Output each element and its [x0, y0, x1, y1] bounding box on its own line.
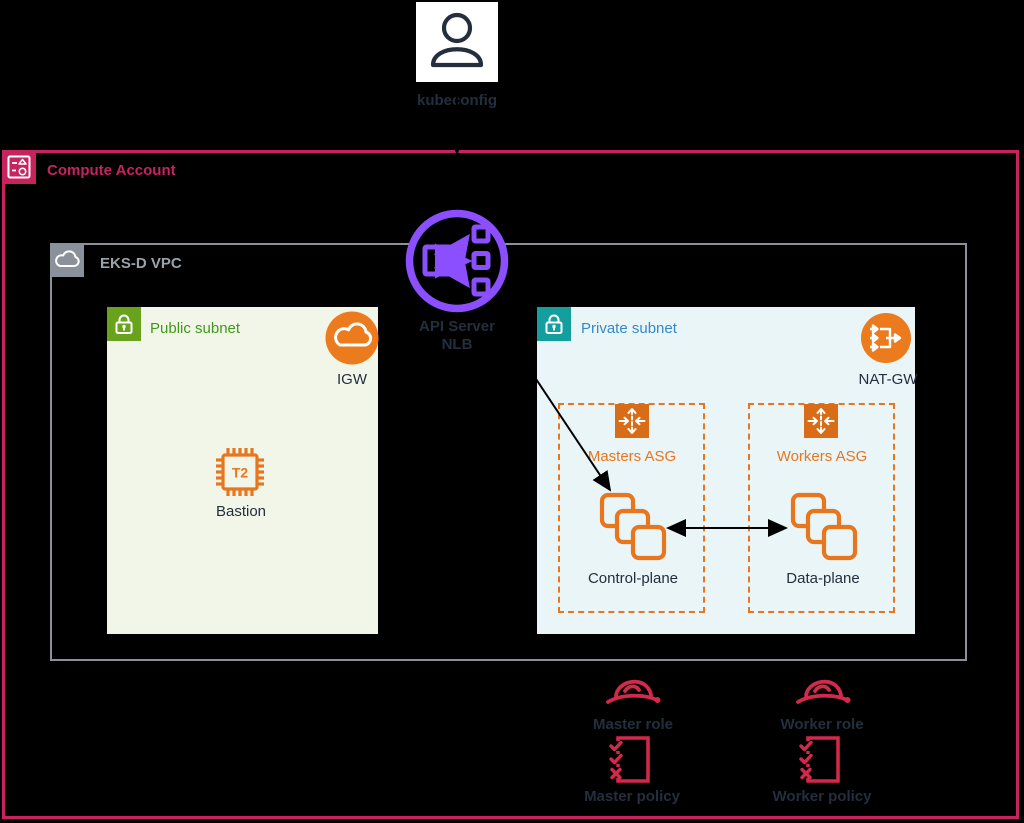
nat-gateway-glyph-icon — [861, 313, 911, 363]
master-role-icon — [603, 668, 663, 710]
data-plane-instances-icon — [790, 492, 862, 564]
worker-policy-icon — [796, 734, 842, 784]
bastion-instance-icon: T2 — [214, 446, 266, 498]
vpc-icon — [50, 243, 84, 277]
vpc-label: EKS-D VPC — [100, 255, 182, 272]
control-plane-label: Control-plane — [587, 570, 679, 587]
account-glyph-icon — [7, 155, 31, 179]
nat-gateway-icon — [860, 312, 912, 364]
padlock-icon — [545, 314, 563, 334]
ec2-chip-icon: T2 — [216, 448, 264, 496]
nlb-label-line1: API Server — [419, 318, 495, 335]
worker-role-label: Worker role — [780, 716, 864, 733]
chip-text: T2 — [232, 465, 249, 481]
igw-icon — [324, 310, 380, 366]
workers-asg-label: Workers ASG — [776, 448, 868, 465]
masters-asg-label: Masters ASG — [587, 448, 677, 465]
private-subnet-lock-icon — [537, 307, 571, 341]
natgw-label: NAT-GW — [858, 371, 918, 388]
stacked-instances-icon — [599, 492, 667, 561]
account-icon — [2, 150, 36, 184]
person-icon — [430, 12, 484, 68]
vpc-boundary: EKS-D VPC — [50, 243, 967, 661]
workers-asg-icon — [804, 404, 838, 438]
compute-account-boundary: Compute Account — [2, 150, 1019, 819]
kubeconfig-label: kubeconfig — [416, 92, 498, 109]
master-policy-label: Master policy — [584, 788, 680, 805]
checklist-icon — [799, 736, 840, 783]
padlock-icon — [115, 314, 133, 334]
private-subnet-label: Private subnet — [581, 320, 677, 337]
data-plane-label: Data-plane — [786, 570, 860, 587]
control-plane-instances-icon — [599, 492, 671, 564]
worker-policy-label: Worker policy — [772, 788, 872, 805]
auto-scaling-group-icon — [804, 404, 838, 438]
stacked-instances-icon — [790, 492, 858, 561]
api-server-nlb-icon — [402, 206, 512, 316]
masters-asg-icon — [615, 404, 649, 438]
public-subnet-label: Public subnet — [150, 320, 241, 337]
nlb-label: API Server NLB — [419, 318, 495, 354]
nlb-label-line2: NLB — [441, 336, 473, 353]
user-icon — [416, 2, 498, 82]
hard-hat-icon — [796, 679, 851, 704]
igw-label: IGW — [337, 371, 367, 388]
public-subnet-lock-icon — [107, 307, 141, 341]
worker-role-icon — [793, 668, 853, 710]
network-load-balancer-icon — [405, 209, 509, 313]
bastion-label: Bastion — [215, 503, 267, 520]
master-role-label: Master role — [592, 716, 674, 733]
internet-gateway-cloud-icon — [325, 311, 379, 365]
auto-scaling-group-icon — [615, 404, 649, 438]
hard-hat-icon — [606, 679, 661, 704]
cloud-icon — [55, 250, 80, 268]
compute-account-label: Compute Account — [47, 162, 176, 179]
master-policy-icon — [606, 734, 652, 784]
checklist-icon — [609, 736, 650, 783]
